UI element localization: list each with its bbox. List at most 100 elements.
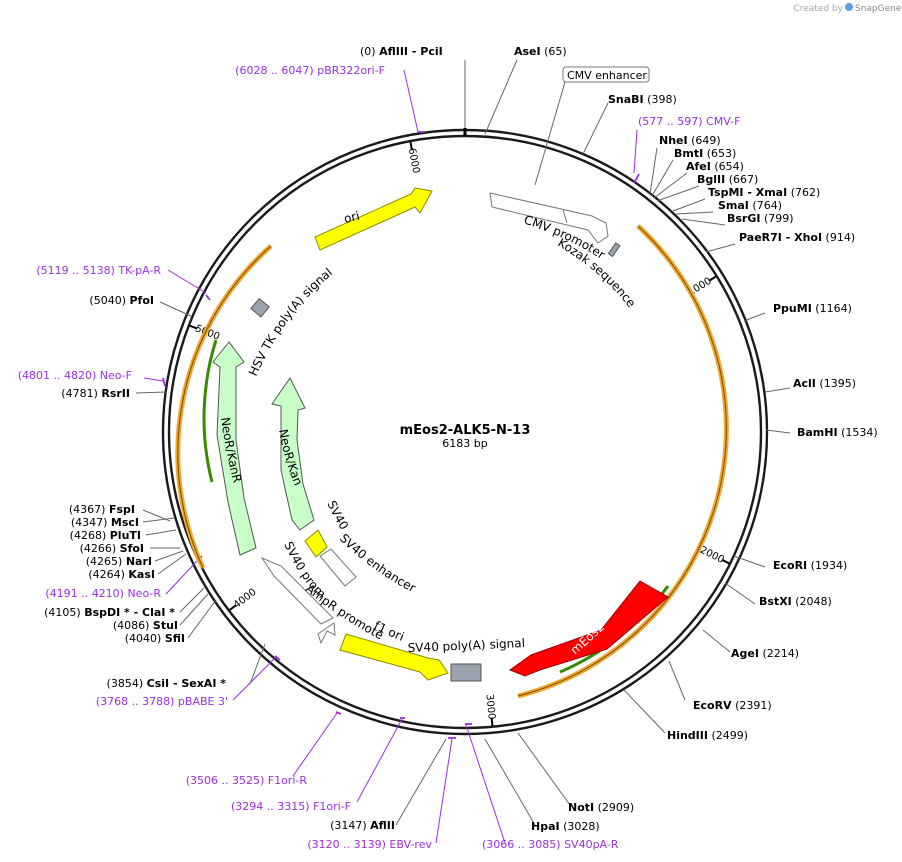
- cut-site-label: PaeR7I - XhoI (914): [739, 231, 855, 244]
- cut-position: (654): [711, 160, 744, 173]
- primer-label: (5119 .. 5138) TK-pA-R: [36, 264, 161, 277]
- cut-position: (3147): [330, 819, 370, 832]
- enzyme-name: PaeR7I: [739, 231, 782, 244]
- enzyme-name: PluTI: [110, 529, 141, 542]
- cut-site-label: BsrGI (799): [727, 212, 794, 225]
- ori-feature: [314, 187, 433, 251]
- f1-ori-feature: [339, 633, 449, 681]
- neor-orf-green: [202, 339, 218, 483]
- enzyme-name: SmaI: [718, 199, 749, 212]
- primer-range: (3768 .. 3788): [96, 695, 178, 708]
- sv40-promoter-feature: [260, 556, 334, 625]
- enzyme-name: AfeI: [686, 160, 711, 173]
- enzyme-name: NotI: [568, 801, 594, 814]
- ampr-promoter-feature: [317, 622, 336, 645]
- cut-site-label: (4040) SfiI: [125, 632, 185, 645]
- kozak-feature: [607, 242, 621, 258]
- primer-label: (4801 .. 4820) Neo-F: [18, 369, 132, 382]
- cut-site-label: (3147) AflII: [330, 819, 395, 832]
- cut-position: (4086): [113, 619, 153, 632]
- primer-mark-tkpar: [205, 294, 211, 301]
- primer-label: (3294 .. 3315) F1ori-F: [231, 800, 351, 813]
- enzyme-name: FspI: [109, 503, 135, 516]
- enzyme-name: BsrGI: [727, 212, 760, 225]
- cut-position: (649): [688, 134, 721, 147]
- cut-site-label: (4347) MscI: [71, 516, 139, 529]
- enzyme-name: SfoI: [120, 542, 144, 555]
- primer-mark-f1orir: [335, 711, 342, 715]
- cut-position: (1164): [812, 302, 852, 315]
- plasmid-name: mEos2-ALK5-N-13: [400, 423, 531, 438]
- primer-name: SV40pA-R: [564, 838, 619, 851]
- enzyme-name: BspDI *: [84, 606, 130, 619]
- enzyme-name: BamHI: [797, 426, 838, 439]
- enzyme-name: HindIII: [667, 729, 708, 742]
- cut-position: (65): [541, 45, 567, 58]
- primer-label: (6028 .. 6047) pBR322ori-F: [235, 64, 385, 77]
- cut-site-label: (3854) CsiI - SexAI *: [107, 677, 227, 690]
- snapgene-logo-icon: [845, 3, 853, 11]
- cut-position: (2214): [759, 647, 799, 660]
- primer-mark-pbabe: [274, 655, 281, 661]
- tick-mark-4000: [229, 604, 237, 611]
- cut-position: (398): [644, 93, 677, 106]
- enzyme-name: EcoRV: [693, 699, 732, 712]
- cut-site-label: HpaI (3028): [531, 820, 600, 833]
- cut-site-label: (4086) StuI: [113, 619, 178, 632]
- primer-range: (3294 .. 3315): [231, 800, 313, 813]
- enzyme-name: AgeI: [731, 647, 759, 660]
- meos2-alk5-orf-arc-line: [517, 225, 727, 697]
- tick-mark-3000: [490, 717, 494, 726]
- cut-position: (2048): [792, 595, 832, 608]
- enzyme-name: SfiI: [165, 632, 185, 645]
- cut-position: (4105): [44, 606, 84, 619]
- cut-position: (4266): [80, 542, 120, 555]
- primer-range: (3066 .. 3085): [482, 838, 564, 851]
- sv40-enhancer-label: SV40 enhancer: [337, 531, 418, 595]
- primer-mark-cmvf: [633, 173, 640, 184]
- enzyme-name: RsrII: [101, 387, 130, 400]
- primer-name: CMV-F: [706, 115, 740, 128]
- cut-position: (4268): [70, 529, 110, 542]
- cut-position: (0): [360, 45, 379, 58]
- cut-site-label: NotI (2909): [568, 801, 634, 814]
- cut-site-label: (5040) PfoI: [89, 294, 154, 307]
- cut-site-label: (4265) NarI: [86, 555, 152, 568]
- enzyme-name: SnaBI: [608, 93, 644, 106]
- primer-name: F1ori-R: [268, 774, 308, 787]
- cut-site-label: AgeI (2214): [731, 647, 799, 660]
- cut-site-label: BmtI (653): [674, 147, 736, 160]
- cut-position: (764): [749, 199, 782, 212]
- hsv-tk-polya-label: HSV TK poly(A) signal: [246, 265, 335, 378]
- enzyme-name: AflIII: [379, 45, 408, 58]
- cut-site-label: (4268) PluTI: [70, 529, 141, 542]
- enzyme-name: StuI: [153, 619, 178, 632]
- hsv-tk-polya-feature: [250, 297, 270, 318]
- plasmid-size: 6183 bp: [442, 437, 487, 450]
- primer-mark-neof: [162, 377, 166, 387]
- cut-position: (1934): [807, 559, 847, 572]
- primer-name: F1ori-F: [313, 800, 351, 813]
- sv40-enhancer-feature: [319, 548, 357, 587]
- cut-position: (762): [787, 186, 820, 199]
- primer-range: (4191 .. 4210): [45, 587, 127, 600]
- cut-site-label: (0) AflIII - PciI: [360, 45, 443, 58]
- leader-lines: [135, 59, 791, 844]
- primer-label: (577 .. 597) CMV-F: [638, 115, 740, 128]
- primer-name: Neo-F: [100, 369, 132, 382]
- enzyme-name: HpaI: [531, 820, 560, 833]
- cut-position: (3854): [107, 677, 147, 690]
- enzyme-name: AclI: [793, 377, 816, 390]
- cut-position: (5040): [89, 294, 129, 307]
- ori-label: ori: [342, 209, 360, 226]
- cut-site-label: EcoRI (1934): [773, 559, 847, 572]
- credit-brand: SnapGene: [855, 4, 902, 14]
- primer-name: Neo-R: [127, 587, 161, 600]
- cmv-divider: [562, 209, 568, 224]
- tick-mark-2000: [721, 558, 730, 565]
- enzyme-name: NarI: [126, 555, 152, 568]
- cut-position: (4264): [88, 568, 128, 581]
- cut-site-label: AseI (65): [514, 45, 567, 58]
